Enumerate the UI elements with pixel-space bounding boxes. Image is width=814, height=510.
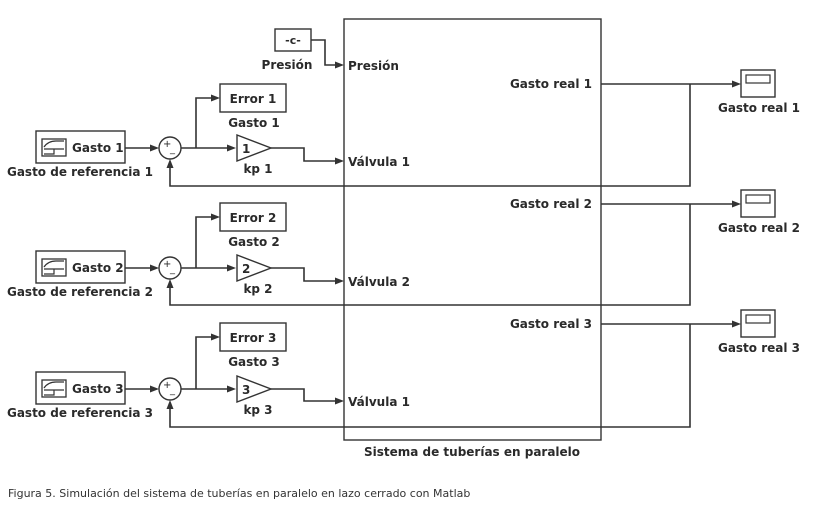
gain-value: 3 [242,383,250,397]
signal-builder-block[interactable] [35,250,126,284]
error-display-label: Gasto 3 [228,355,280,369]
arrow-head [166,400,174,409]
error-display-block[interactable] [219,202,287,232]
signal-builder-icon [41,379,67,398]
constant-label: Presión [262,58,313,72]
arrow-head [732,80,741,88]
arrow-head [211,213,220,221]
system-block-label: Sistema de tuberías en paralelo [364,445,580,459]
sum-minus-sign: _ [169,385,176,396]
source-block-text: Gasto 1 [72,141,124,155]
scope-icon [745,314,771,324]
feedback-line [169,204,691,306]
error-display-text: Error 3 [230,331,277,345]
valve-signal-line [271,388,336,402]
system-output-label: Gasto real 2 [510,197,592,211]
gain-label: kp 1 [243,162,272,176]
gain-value: 2 [242,262,250,276]
sum-minus-sign: _ [169,144,176,155]
sum-plus-sign: + [163,259,171,270]
arrow-head [732,200,741,208]
system-input-valve: Válvula 2 [348,275,410,289]
arrow-head [150,144,159,152]
error-display-label: Gasto 2 [228,235,280,249]
source-block-label: Gasto de referencia 1 [7,165,153,179]
arrow-head [166,279,174,288]
error-display-text: Error 2 [230,211,277,225]
error-display-label: Gasto 1 [228,116,280,130]
arrow-head [335,157,344,165]
arrow-head [211,94,220,102]
feedback-line [169,84,691,187]
scope-icon [745,194,771,204]
error-display-text: Error 1 [230,92,277,106]
scope-icon [745,74,771,84]
scope-label: Gasto real 3 [718,341,800,355]
source-block-text: Gasto 3 [72,382,124,396]
source-block-label: Gasto de referencia 3 [7,406,153,420]
feedback-line [169,324,691,428]
arrow-head [732,320,741,328]
control-loop-1: Gasto 1 Gasto de referencia 1 +_ Error 1 Gas… [7,69,800,187]
valve-signal-line [271,147,336,162]
arrow-head [227,264,236,272]
source-block-label: Gasto de referencia 2 [7,285,153,299]
gain-block[interactable] [236,374,273,404]
system-input-valve: Válvula 1 [348,155,410,169]
scope-label: Gasto real 2 [718,221,800,235]
scope-label: Gasto real 1 [718,101,800,115]
arrow-head [166,159,174,168]
sum-minus-sign: _ [169,264,176,275]
error-branch-line [195,97,212,148]
gain-block[interactable] [236,133,273,163]
figure-caption: Figura 5. Simulación del sistema de tube… [8,487,470,500]
arrow-head [150,264,159,272]
system-input-valve: Válvula 1 [348,395,410,409]
system-output-label: Gasto real 3 [510,317,592,331]
signal-builder-icon [41,258,67,277]
parallel-pipe-system-block[interactable] [343,18,602,441]
sum-plus-sign: + [163,139,171,150]
arrow-head [150,385,159,393]
constant-value: -c- [285,34,301,47]
arrow-head [335,397,344,405]
arrow-head [335,277,344,285]
valve-signal-line [271,267,336,282]
control-loop-3: Gasto 3 Gasto de referencia 3 +_ Error 3 Gas… [7,309,800,428]
error-branch-line [195,336,212,389]
system-input-pressure: Presión [348,59,399,73]
error-display-block[interactable] [219,83,287,113]
error-branch-line [195,216,212,268]
error-display-block[interactable] [219,322,287,352]
gain-label: kp 3 [243,403,272,417]
arrow-head [211,333,220,341]
gain-label: kp 2 [243,282,272,296]
control-loop-2: Gasto 2 Gasto de referencia 2 +_ Error 2 Gas… [7,189,800,306]
gain-block[interactable] [236,253,273,283]
sum-plus-sign: + [163,380,171,391]
arrow-head [227,144,236,152]
system-output-label: Gasto real 1 [510,77,592,91]
pressure-signal-line [311,39,337,66]
signal-builder-icon [41,138,67,157]
signal-builder-block[interactable] [35,130,126,164]
source-block-text: Gasto 2 [72,261,124,275]
arrow-head [335,61,344,69]
arrow-head [227,385,236,393]
signal-builder-block[interactable] [35,371,126,405]
gain-value: 1 [242,142,250,156]
